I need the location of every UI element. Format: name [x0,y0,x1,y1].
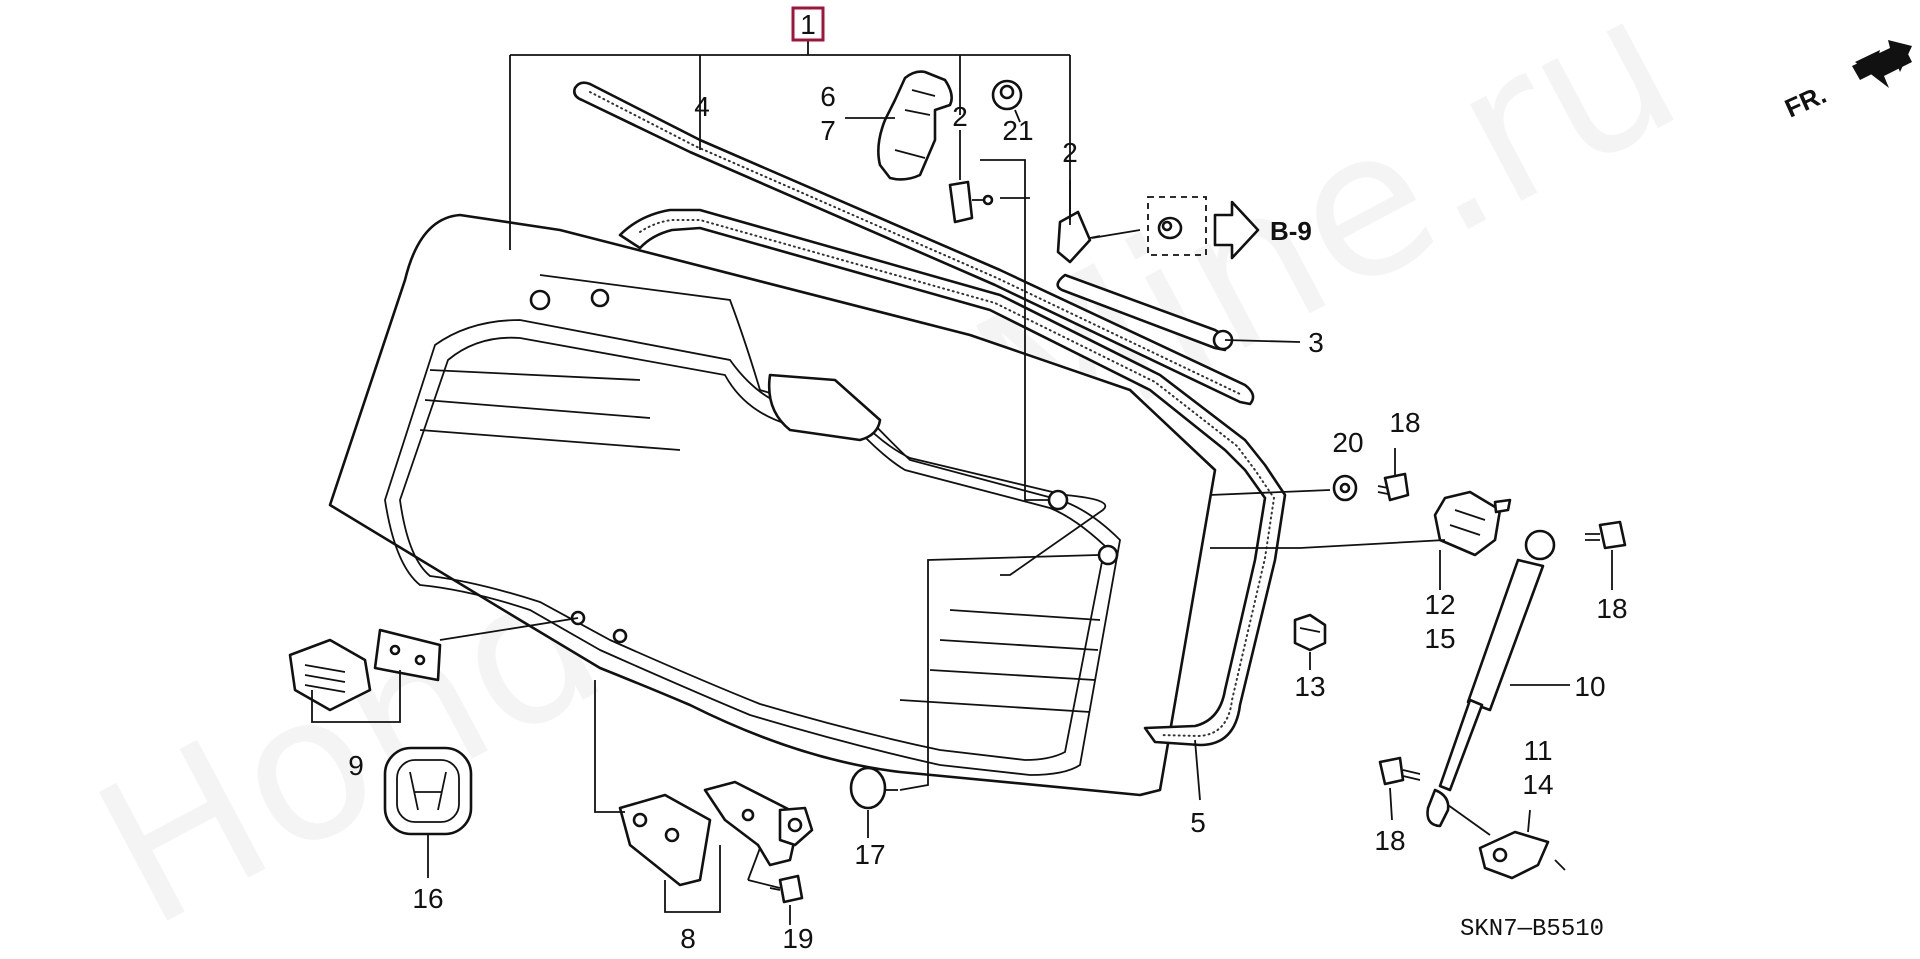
callout-8: 8 [680,923,696,954]
spoiler-seal-strip [1056,273,1234,352]
bolt-18-upper [1377,472,1410,502]
callout-14: 14 [1522,769,1553,800]
gas-stay-lower-bracket [1478,830,1550,880]
gas-stay-bracket [1433,490,1512,557]
tailgate-gas-stay [1426,529,1556,828]
callout-2-upper: 2 [952,101,968,132]
molding-strip [573,81,1255,406]
callout-15: 15 [1424,623,1455,654]
grommet-21 [991,79,1023,111]
license-light-garnish [288,628,442,712]
callout-18-lower: 18 [1374,825,1405,856]
callout-20: 20 [1332,427,1363,458]
grommet-13 [1293,613,1327,652]
leader-lines [311,40,1613,925]
callout-11: 11 [1523,735,1552,766]
callout-3: 3 [1308,327,1324,358]
callout-17: 17 [854,839,885,870]
stop-17 [849,766,898,810]
hinge-plates [618,780,814,887]
callout-10: 10 [1574,671,1605,702]
honda-emblem [383,746,473,836]
bolt-18-lower [1378,756,1421,786]
callout-18-right: 18 [1596,593,1627,624]
reference-b9-group [1147,196,1260,260]
hinge-cover [877,70,953,181]
callout-1-box [791,6,825,42]
callout-19: 19 [782,923,813,954]
clip-upper [948,180,994,224]
callout-7: 7 [820,115,836,146]
callout-5: 5 [1190,807,1206,838]
direction-label: FR. [1780,79,1830,123]
dam-rubber-seal [618,208,1287,747]
callout-9: 9 [348,750,364,781]
tailgate-glass-assembly [328,213,1217,797]
callout-6: 6 [820,81,836,112]
callout-4: 4 [694,91,710,122]
callout-13: 13 [1294,671,1325,702]
front-direction-arrow-icon [1852,40,1912,88]
callout-1: 1 [800,9,816,40]
bolt-19 [769,874,804,904]
bolt-18-right [1585,520,1627,550]
reference-label: B-9 [1270,216,1312,246]
washer-20 [1332,474,1358,502]
callout-12: 12 [1424,589,1455,620]
diagram-code: SKN7—B5510 [1460,916,1604,943]
callout-21: 21 [1002,115,1033,146]
callout-18-upper: 18 [1389,407,1420,438]
callout-2-right: 2 [1062,137,1078,168]
callout-16: 16 [412,883,443,914]
